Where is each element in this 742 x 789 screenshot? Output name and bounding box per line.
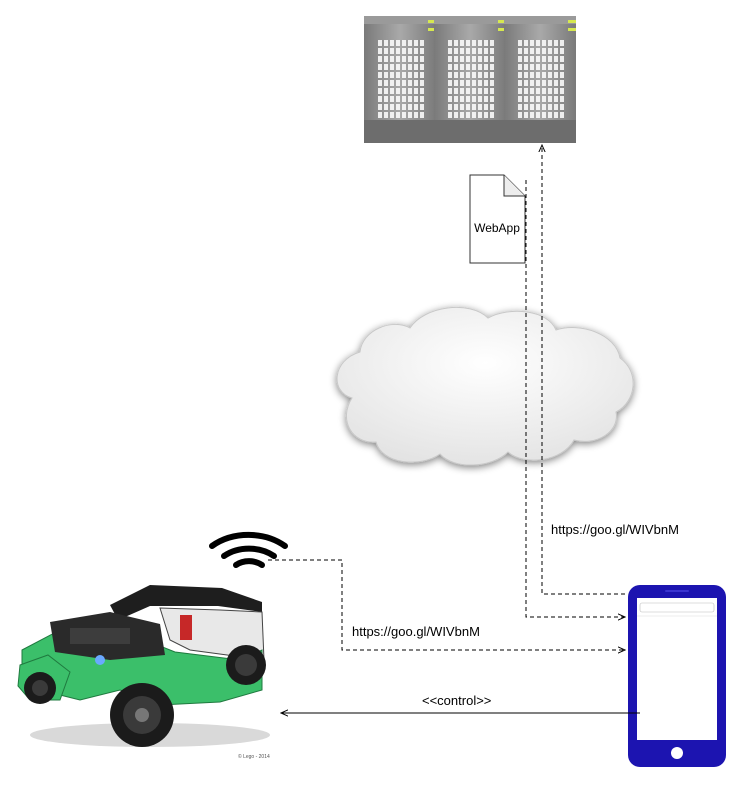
cloud-icon (336, 306, 634, 466)
smartphone-icon (628, 585, 726, 767)
car-left-wheel (24, 672, 56, 704)
server-vent-grid-1 (378, 40, 424, 118)
car-rear-wheel (226, 645, 266, 685)
edge-label-wifi-url: https://goo.gl/WIVbnM (352, 624, 480, 639)
wifi-icon (209, 531, 288, 568)
edge-server-phone (525, 145, 625, 617)
car-front-wheel (110, 683, 174, 747)
car-caption: © Lego - 2014 (238, 753, 270, 760)
webapp-document-icon: WebApp (469, 174, 526, 264)
server-unit-1 (364, 16, 436, 143)
lego-car-image: © Lego - 2014 (14, 572, 278, 762)
edge-label-server-url: https://goo.gl/WIVbnM (551, 522, 679, 537)
server-vent-grid-2 (448, 40, 494, 118)
server-unit-3 (504, 16, 576, 143)
webapp-label: WebApp (474, 221, 520, 235)
server-rack-icon (364, 16, 576, 143)
server-unit-2 (434, 16, 506, 143)
server-vent-grid-3 (518, 40, 564, 118)
edge-wifi-phone (268, 559, 625, 650)
edge-label-control: <<control>> (422, 693, 492, 708)
